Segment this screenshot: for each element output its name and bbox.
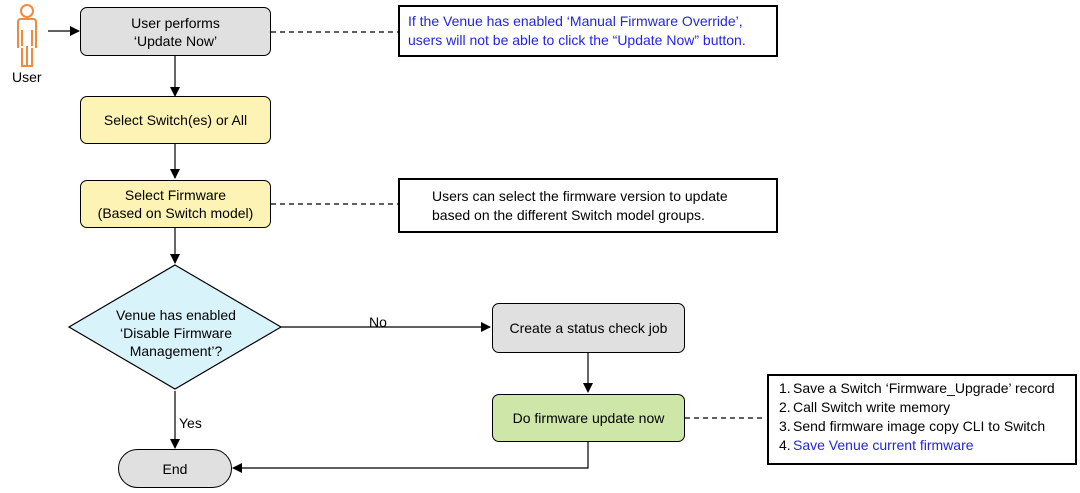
select-switches-node: Select Switch(es) or All [80,96,271,144]
step-number: 2. [779,399,791,415]
edge-label-yes: Yes [179,415,202,431]
user-icon [17,4,37,67]
edge-label-no: No [369,314,387,330]
select-firmware-node: Select Firmware (Based on Switch model) [80,180,271,228]
step-text: Send firmware image copy CLI to Switch [793,418,1046,434]
actor-label: User [12,69,42,85]
firmware-update-node: Do firmware update now [492,394,685,442]
step-text: Save a Switch ‘Firmware_Upgrade’ record [793,380,1055,396]
steps-list: 1.Save a Switch ‘Firmware_Upgrade’ recor… [779,379,1069,455]
step-number: 4. [779,437,791,453]
step-number: 1. [779,380,791,396]
step-number: 3. [779,418,791,434]
status-check-node: Create a status check job [492,303,685,353]
step-item: 1.Save a Switch ‘Firmware_Upgrade’ recor… [779,379,1069,398]
step-item: 4.Save Venue current firmware [779,436,1069,455]
step-text: Save Venue current firmware [793,437,974,453]
update-now-node: User performs ‘Update Now’ [80,7,271,56]
override-note: If the Venue has enabled ‘Manual Firmwar… [398,5,778,57]
firmware-version-note: Users can select the firmware version to… [398,178,778,233]
steps-note: 1.Save a Switch ‘Firmware_Upgrade’ recor… [767,374,1077,465]
decision-label: Venue has enabled ‘Disable Firmware Mana… [116,307,236,359]
edge-update-to-end [232,442,589,473]
step-item: 2.Call Switch write memory [779,398,1069,417]
step-text: Call Switch write memory [793,399,951,415]
end-node: End [118,449,232,488]
step-item: 3.Send firmware image copy CLI to Switch [779,417,1069,436]
decision-diamond [67,264,283,390]
